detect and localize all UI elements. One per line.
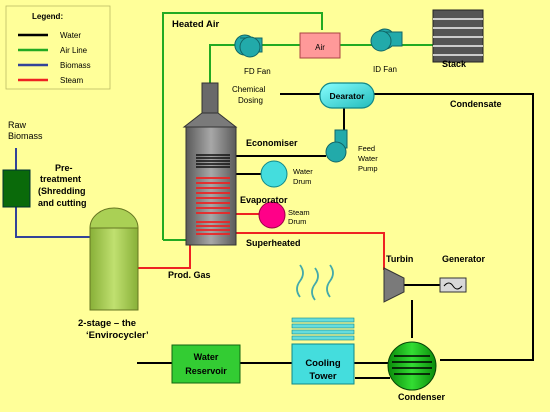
- dearator-label: Dearator: [330, 91, 366, 101]
- id-fan: [370, 28, 403, 52]
- pretreatment-unit: [2, 169, 31, 208]
- raw-biomass-label-line2: Biomass: [8, 131, 43, 141]
- fd-fan: [234, 34, 263, 58]
- dosing-label: Dosing: [238, 96, 263, 105]
- superheater-coil: [196, 221, 230, 235]
- cooling-tower-label-line1: Cooling: [305, 358, 341, 369]
- pretreatment-label-line4: and cutting: [38, 198, 87, 208]
- steam-drum-label-line2: Drum: [288, 217, 306, 226]
- water-drum-label-line1: Water: [293, 167, 313, 176]
- condenser: [387, 341, 437, 391]
- condenser-body: [387, 341, 437, 391]
- legend: Legend: Water Air Line Biomass Steam: [5, 5, 111, 90]
- steam-drum-label-line1: Steam: [288, 208, 310, 217]
- feed-water-pump-label-line1: Feed: [358, 144, 375, 153]
- condensate-line: [374, 93, 534, 361]
- legend-biomass-label: Biomass: [60, 61, 91, 70]
- cooling-tower-label-line2: Tower: [309, 371, 337, 382]
- economiser-label: Economiser: [246, 138, 298, 148]
- legend-air-line-label: Air Line: [60, 46, 88, 55]
- vapour-plume-icon: [311, 267, 319, 301]
- heated-air-line: [162, 12, 323, 240]
- pretreatment-label-line2: treatment: [40, 174, 81, 184]
- pretreatment-label-line3: (Shredding: [38, 186, 86, 196]
- boiler-hood: [182, 112, 238, 128]
- fd-fan-label: FD Fan: [244, 67, 271, 76]
- feed-water-pump-body: [325, 141, 347, 163]
- feed-water-pump-label-line2: Water: [358, 154, 378, 163]
- superheated-steam-line: [236, 232, 385, 270]
- boiler: [182, 82, 238, 246]
- dearator-drum: [319, 82, 375, 109]
- evaporator-coil: [196, 177, 230, 214]
- fd-fan-air-line: [209, 44, 300, 83]
- envirocycler-label-line1: 2-stage – the: [78, 318, 136, 329]
- vapour-plume-icon: [296, 264, 304, 298]
- sine-wave-icon: [443, 282, 463, 290]
- air-heater-box: [299, 32, 341, 59]
- water-drum: [260, 160, 288, 188]
- envirocycler-label-line2: ‘Envirocycler’: [86, 330, 149, 341]
- water-drum-label-line2: Drum: [293, 177, 311, 186]
- water-reservoir-label-line1: Water: [194, 352, 219, 362]
- water-reservoir: [171, 344, 241, 384]
- water-lines: [137, 93, 534, 379]
- prod-gas-label: Prod. Gas: [168, 270, 211, 280]
- steam-drum: [258, 201, 286, 229]
- turbin-label: Turbin: [386, 254, 413, 264]
- chemical-label: Chemical: [232, 85, 266, 94]
- cooling-tower: [291, 264, 355, 385]
- feed-water-pump: [325, 129, 348, 163]
- prod-gas-line: [138, 245, 191, 269]
- pretreatment-label-line1: Pre-: [55, 163, 73, 173]
- generator-label: Generator: [442, 254, 486, 264]
- id-fan-wheel: [370, 30, 392, 52]
- steam-lines: [138, 213, 385, 270]
- legend-frame: [5, 5, 111, 90]
- fd-fan-wheel: [239, 36, 261, 58]
- id-fan-label: ID Fan: [373, 65, 397, 74]
- generator-body: [439, 277, 467, 293]
- feed-water-pump-label-line3: Pump: [358, 164, 378, 173]
- biomass-lines: [15, 148, 90, 238]
- legend-title: Legend:: [32, 12, 63, 21]
- condensate-label: Condensate: [450, 99, 502, 109]
- generator: [439, 277, 467, 293]
- boiler-body: [185, 126, 237, 246]
- legend-steam-label: Steam: [60, 76, 83, 85]
- envirocycler-digester: [89, 207, 139, 311]
- legend-water-label: Water: [60, 31, 81, 40]
- turbine: [383, 267, 405, 303]
- stack-label: Stack: [442, 59, 467, 69]
- water-reservoir-label-line2: Reservoir: [185, 366, 227, 376]
- cooling-tower-body: [291, 343, 355, 385]
- stack: [432, 9, 484, 63]
- vapour-plume-icon: [326, 264, 334, 298]
- economiser-coil: [196, 154, 230, 168]
- raw-biomass-label-line1: Raw: [8, 120, 27, 130]
- superheated-label: Superheated: [246, 238, 301, 248]
- boiler-chimney: [201, 82, 219, 114]
- heated-air-label: Heated Air: [172, 19, 219, 30]
- condenser-label: Condenser: [398, 392, 446, 402]
- condenser-coil: [392, 355, 432, 375]
- digester-dome: [89, 207, 139, 229]
- evaporator-label: Evaporator: [240, 195, 288, 205]
- pretreatment-to-digester-line: [15, 207, 90, 238]
- air-heater-label: Air: [315, 43, 325, 52]
